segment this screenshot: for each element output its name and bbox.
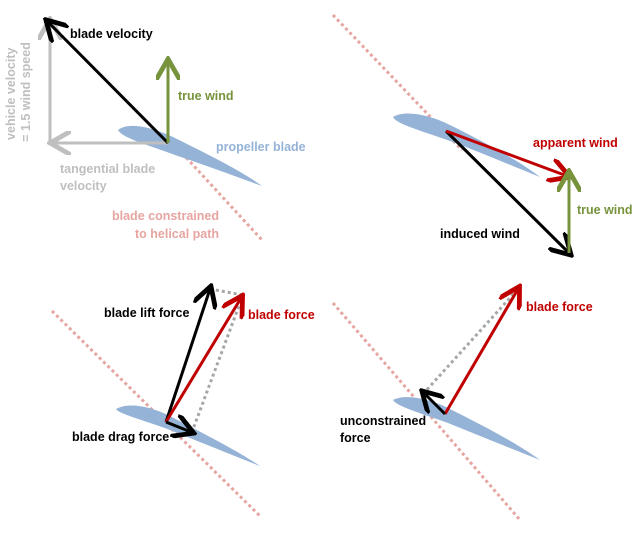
dotted-guide-top (209, 287, 244, 297)
blade-force-label: blade force (526, 300, 593, 314)
apparent-wind-label: apparent wind (533, 136, 618, 150)
tangential-velocity-line2: velocity (60, 179, 107, 193)
vehicle-velocity-label: vehicle velocity = 1.5 wind speed (4, 42, 33, 142)
constrained-line2: to helical path (135, 227, 219, 241)
blade-force-label: blade force (248, 308, 315, 322)
apparent-wind-arrow (445, 129, 567, 176)
unconstrained-force-line1: unconstrained (340, 414, 426, 428)
helical-path-line (168, 138, 264, 242)
propeller-blade-label: propeller blade (216, 140, 306, 154)
constrained-line1: blade constrained (112, 209, 219, 223)
induced-wind-arrow (444, 129, 569, 253)
dotted-guide (421, 287, 520, 396)
blade-velocity-label: blade velocity (70, 27, 153, 41)
true-wind-label: true wind (178, 89, 234, 103)
panel-blade-velocity: blade velocity vehicle velocity = 1.5 wi… (4, 22, 306, 242)
unconstrained-force-arrow (424, 393, 447, 416)
propeller-blade-shape (393, 113, 540, 177)
vehicle-velocity-line1: vehicle velocity (4, 47, 18, 139)
panel-apparent-wind: apparent wind true wind induced wind (331, 13, 633, 253)
panel-unconstrained-force: blade force unconstrained force (331, 287, 593, 521)
blade-drag-force-label: blade drag force (72, 430, 169, 444)
tangential-velocity-line1: tangential blade (60, 162, 155, 176)
blade-force-arrow (443, 289, 518, 415)
blade-lift-force-arrow (164, 289, 210, 423)
unconstrained-force-line2: force (340, 431, 371, 445)
propeller-blade-shape (393, 397, 540, 460)
blade-force-arrow (164, 298, 241, 423)
blade-lift-force-label: blade lift force (104, 306, 189, 320)
blade-velocity-arrow (48, 22, 170, 145)
helical-path-line (331, 13, 464, 152)
induced-wind-label: induced wind (440, 227, 520, 241)
vehicle-velocity-line2: = 1.5 wind speed (19, 42, 33, 142)
blade-drag-force-arrow (165, 422, 191, 432)
propeller-blade-shape (118, 125, 262, 186)
true-wind-label: true wind (577, 203, 633, 217)
panel-lift-drag-force: blade lift force blade force blade drag … (50, 287, 315, 518)
